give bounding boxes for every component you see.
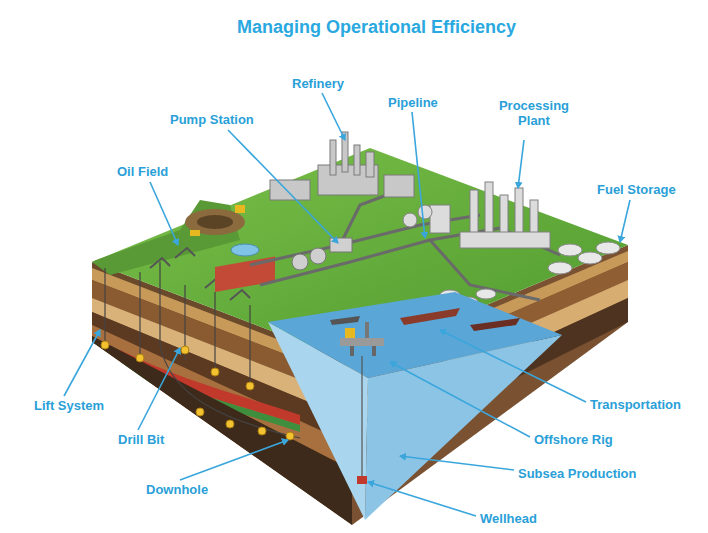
diagram-title: Managing Operational Efficiency: [237, 16, 516, 38]
callout-label: Lift System: [34, 398, 104, 413]
callout-label: Drill Bit: [118, 432, 164, 447]
callout-label: Wellhead: [480, 511, 537, 526]
callout-label: Transportation: [590, 397, 681, 412]
callout-label: Pipeline: [388, 95, 438, 110]
callout-label: Offshore Rig: [534, 432, 613, 447]
callout-label: Oil Field: [117, 164, 168, 179]
callout-label: Processing Plant: [494, 98, 574, 128]
callout-label: Downhole: [146, 482, 208, 497]
callout-label: Fuel Storage: [597, 182, 676, 197]
callout-label: Subsea Production: [518, 466, 636, 481]
callout-label: Pump Station: [170, 112, 254, 127]
callout-label: Refinery: [292, 76, 344, 91]
